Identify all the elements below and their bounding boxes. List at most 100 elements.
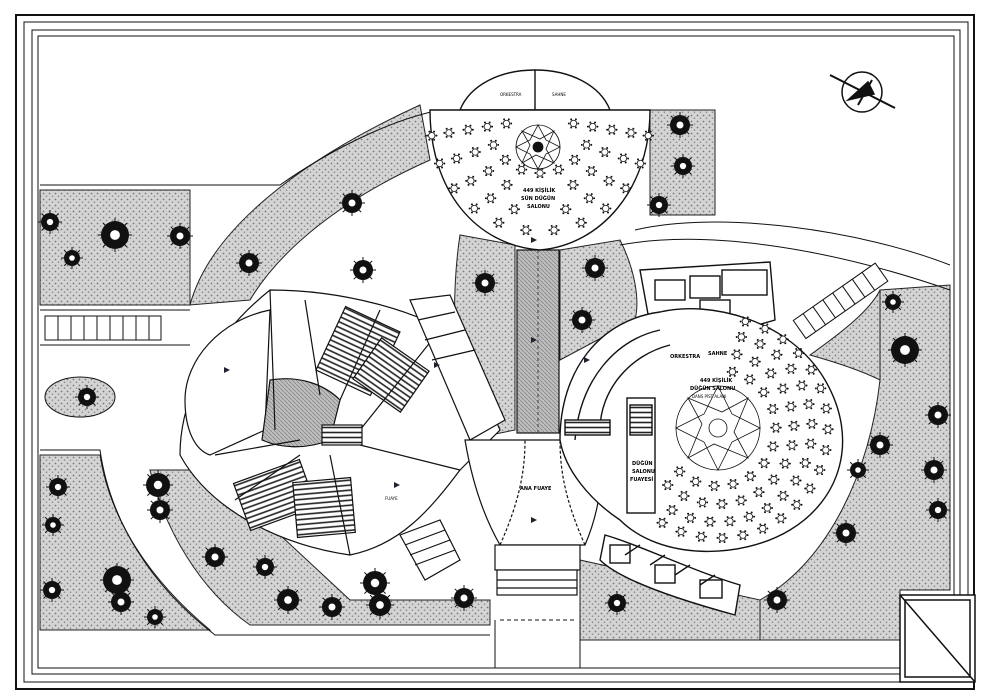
round-table-icon (696, 497, 709, 508)
tree-icon (667, 112, 693, 138)
west-hall-apse (184, 309, 271, 456)
east-hall-name: DÜĞÜN SALONU (690, 385, 735, 392)
round-table-icon (756, 523, 769, 534)
round-table-icon (716, 498, 728, 509)
tree-icon (253, 555, 277, 579)
round-table-icon (791, 499, 803, 510)
green-area-east (759, 284, 951, 641)
round-table-icon (560, 204, 572, 215)
round-table-icon (675, 526, 687, 537)
round-table-icon (805, 364, 817, 375)
tree-icon (569, 307, 595, 333)
round-table-icon (567, 179, 579, 190)
tree-icon (350, 257, 376, 283)
green-area-east-curve (808, 289, 881, 381)
round-table-icon (758, 458, 770, 469)
round-table-icon (575, 217, 587, 228)
tree-icon (882, 291, 904, 313)
round-table-icon (761, 502, 774, 514)
tree-icon (38, 210, 62, 234)
round-table-icon (684, 512, 697, 523)
round-table-icon (767, 403, 779, 415)
tree-icon (61, 247, 83, 269)
round-table-icon (548, 224, 560, 236)
tree-icon (921, 457, 947, 483)
tree-icon (167, 223, 193, 249)
tree-icon (582, 255, 608, 281)
tree-icon (867, 432, 893, 458)
round-table-icon (737, 530, 749, 541)
parking-east (792, 262, 889, 340)
tree-icon (647, 193, 671, 217)
round-table-icon (777, 490, 789, 501)
east-hall-caption: 449 KİŞİLİK (700, 377, 733, 384)
round-table-icon (708, 480, 720, 491)
round-table-icon (499, 154, 512, 165)
foyer-label-1: DÜĞÜN (632, 460, 653, 467)
tree-icon (202, 544, 228, 570)
round-table-icon (599, 203, 612, 214)
round-table-icon (796, 380, 808, 391)
round-table-icon (448, 183, 460, 194)
east-building (559, 261, 844, 616)
round-table-icon (777, 383, 789, 394)
tree-icon (143, 470, 173, 500)
north-hall-caption: 449 KİŞİLİK (523, 187, 556, 194)
direction-arrows (224, 237, 590, 523)
round-table-icon (662, 479, 674, 491)
tree-icon (339, 190, 365, 216)
round-table-icon (469, 146, 481, 158)
round-table-icon (788, 420, 800, 431)
entrance-label: ANA FUAYE (520, 486, 552, 492)
tree-icon (764, 587, 790, 613)
round-table-icon (775, 513, 787, 524)
round-table-icon (804, 483, 816, 494)
round-table-icon (501, 179, 513, 190)
tree-icon (236, 250, 262, 276)
round-table-icon (716, 532, 728, 543)
round-table-icon (603, 175, 615, 186)
tree-icon (100, 563, 134, 597)
tree-icon (366, 591, 394, 619)
round-table-icon (768, 474, 780, 485)
round-table-icon (678, 490, 690, 502)
round-table-icon (634, 158, 647, 169)
round-table-icon (567, 118, 580, 129)
round-table-icon (620, 183, 632, 194)
west-stair (399, 519, 461, 581)
round-table-icon (744, 471, 757, 482)
central-entrance (464, 249, 603, 596)
tree-icon (98, 218, 132, 252)
tree-icon (147, 497, 173, 523)
green-area-west-bottom (39, 454, 212, 631)
round-table-icon (500, 118, 513, 129)
round-table-icon (731, 349, 743, 360)
round-table-icon (617, 153, 630, 164)
tree-icon (847, 459, 869, 481)
round-table-icon (625, 127, 637, 138)
tree-icon (472, 270, 498, 296)
round-table-icon (790, 475, 802, 486)
north-hall-dance-rosette (515, 124, 561, 170)
round-table-icon (786, 440, 798, 451)
tree-icon (108, 589, 134, 615)
round-table-icon (690, 476, 702, 487)
round-table-icon (822, 424, 834, 435)
east-hall-tables (656, 316, 834, 543)
round-table-icon (642, 130, 654, 141)
round-table-icon (749, 356, 761, 367)
round-table-icon (450, 153, 463, 164)
round-table-icon (758, 387, 770, 398)
round-table-icon (767, 441, 779, 452)
round-table-icon (606, 124, 618, 135)
round-table-icon (765, 368, 777, 379)
tree-icon (671, 154, 695, 178)
sheet-fold-corner (899, 594, 976, 683)
north-hall-tables (426, 118, 654, 236)
round-table-icon (481, 121, 494, 132)
tree-icon (144, 606, 166, 628)
seating-block-south-2 (292, 476, 356, 539)
round-table-icon (820, 403, 832, 414)
round-table-icon (515, 164, 528, 175)
